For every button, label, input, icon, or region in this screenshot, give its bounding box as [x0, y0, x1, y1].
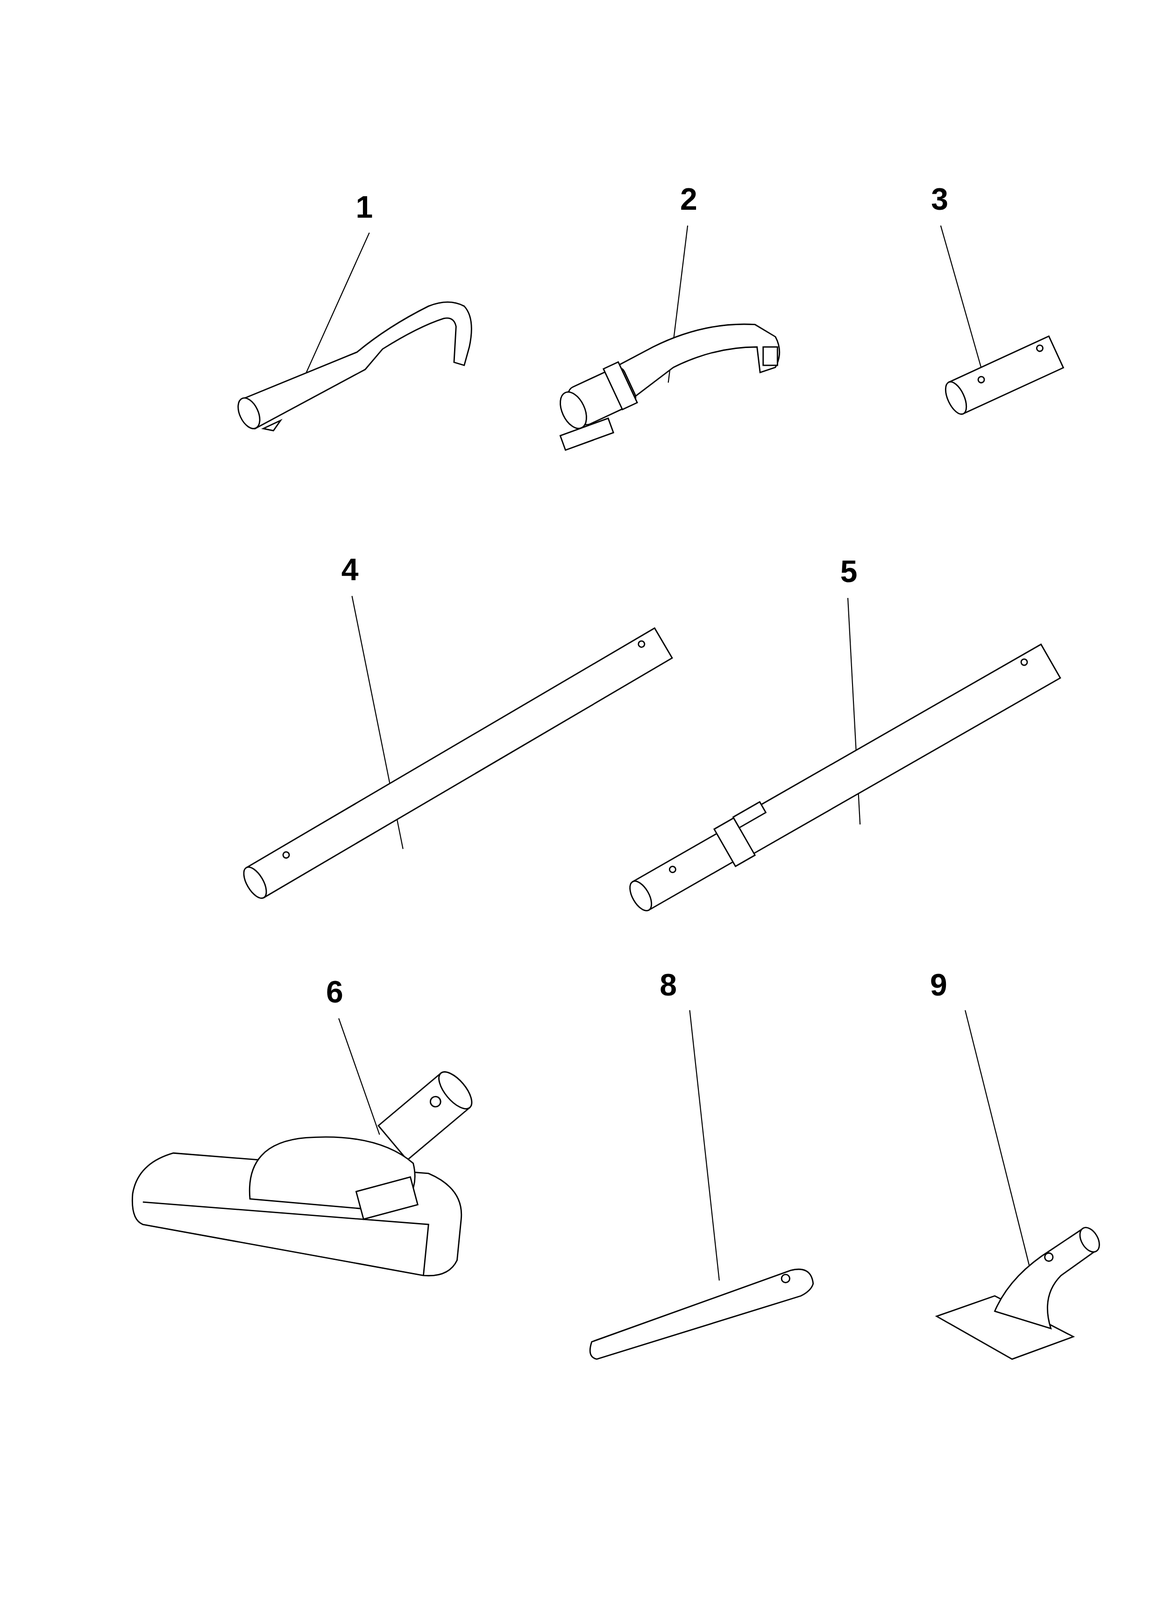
crevice-tool: [589, 1269, 814, 1359]
leader-line: [940, 225, 985, 380]
callout-number: 8: [659, 969, 677, 1001]
tube-end: [1075, 1224, 1104, 1256]
hole: [428, 1094, 443, 1109]
callout-number: 4: [341, 554, 359, 585]
hole: [781, 1274, 790, 1283]
straight-tube: [239, 628, 673, 903]
collar-band: [603, 362, 638, 410]
tube-end: [233, 394, 264, 433]
latch: [560, 418, 614, 450]
hole: [1020, 658, 1029, 667]
hole: [282, 850, 291, 860]
upholstery-tool: [936, 1224, 1104, 1360]
short-tube: [941, 336, 1064, 418]
control-handle-part: [554, 324, 780, 451]
handle-part: [233, 302, 472, 433]
hole: [1044, 1252, 1053, 1261]
tool-outline: [589, 1269, 814, 1359]
tool-neck: [994, 1229, 1097, 1329]
tube-body: [246, 628, 673, 898]
callout-number: 3: [930, 183, 949, 215]
clip-detail: [263, 420, 281, 431]
leader-line: [965, 1009, 1031, 1271]
tube-end: [625, 877, 656, 915]
telescopic-tube: [622, 641, 1062, 919]
nozzle-neck: [378, 1066, 478, 1160]
nozzle-pedal: [355, 1177, 418, 1220]
hole: [1035, 344, 1044, 353]
leader-line: [338, 1018, 380, 1135]
callout-number: 2: [680, 183, 698, 215]
hole: [977, 375, 986, 384]
clamp-button: [733, 802, 767, 828]
leader-line: [689, 1009, 719, 1281]
callout-number: 5: [840, 555, 858, 587]
callout-number: 9: [930, 969, 948, 1001]
neck-end: [433, 1066, 478, 1115]
callout-number: 6: [326, 976, 344, 1008]
callout-number: 1: [355, 191, 373, 223]
hole: [637, 639, 646, 649]
hole: [668, 865, 677, 874]
tube-upper: [728, 644, 1061, 857]
handle-outline: [244, 302, 472, 429]
tube-end: [941, 378, 971, 418]
clamp: [714, 817, 755, 867]
grip-tip: [763, 347, 778, 366]
tube-end: [239, 863, 271, 903]
floor-nozzle: [132, 1066, 478, 1276]
